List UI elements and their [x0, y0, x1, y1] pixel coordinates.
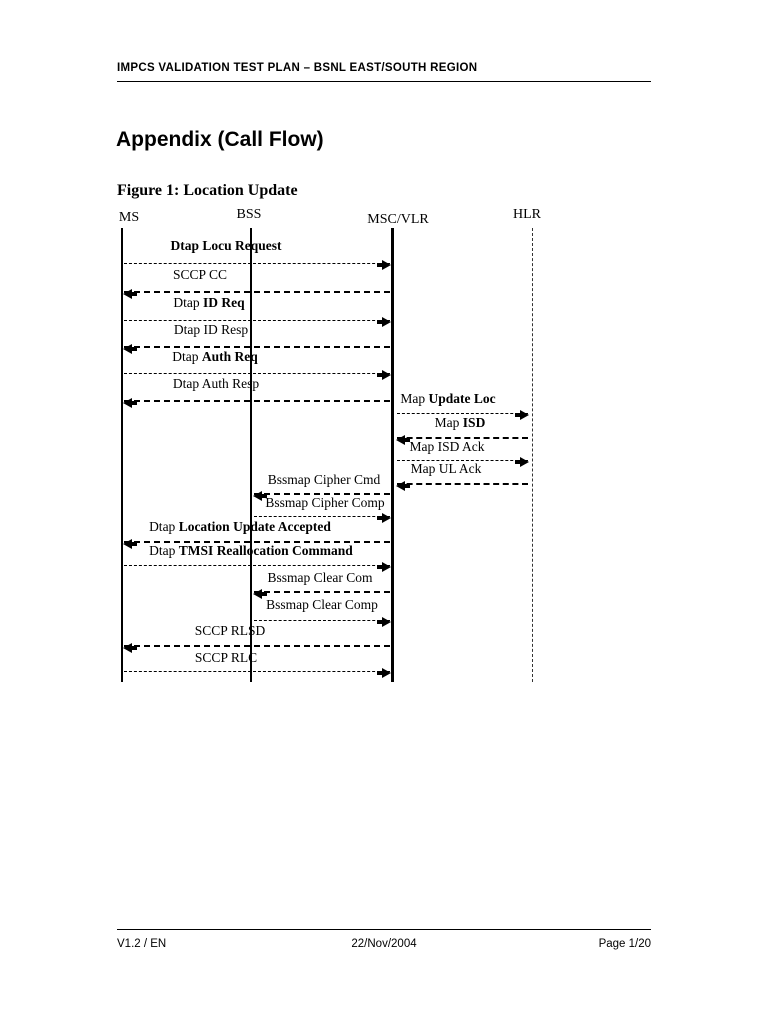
lifeline-ms: [121, 228, 123, 682]
message-label-bssmap-clear-comp: Bssmap Clear Comp: [266, 597, 378, 612]
lifeline-hlr: [532, 228, 533, 682]
message-arrow-bssmap-clear-comp: [254, 616, 391, 627]
message-arrow-dtap-id-req: [124, 316, 391, 327]
page-title: Appendix (Call Flow): [116, 128, 324, 151]
message-label-dtap-location-update-accepted: Dtap Location Update Accepted: [149, 519, 331, 534]
lifeline-bss: [250, 228, 252, 682]
message-label-bssmap-clear-com: Bssmap Clear Com: [267, 570, 373, 585]
message-label-map-isd: Map ISD: [434, 415, 486, 430]
message-label-dtap-id-req: Dtap ID Req: [173, 295, 245, 310]
message-label-map-update-loc: Map Update Loc: [400, 391, 496, 406]
message-arrow-dtap-auth-req: [124, 369, 391, 380]
message-label-map-isd-ack: Map ISD Ack: [409, 439, 485, 454]
message-arrow-sccp-rlc: [124, 667, 391, 678]
message-arrow-dtap-tmsi-reallocation-command: [124, 561, 391, 572]
message-arrow-map-update-loc: [397, 409, 529, 420]
lifeline-label-hlr: HLR: [513, 207, 541, 222]
message-arrow-sccp-cc: [123, 289, 390, 300]
message-arrow-map-isd-ack: [397, 456, 529, 467]
footer-version: V1.2 / EN: [117, 938, 167, 950]
footer-page-number: Page 1/20: [598, 938, 651, 950]
message-label-dtap-auth-req: Dtap Auth Req: [172, 349, 258, 364]
figure-caption: Figure 1: Location Update: [117, 182, 298, 199]
message-arrow-dtap-location-update-accepted: [123, 539, 390, 550]
message-arrow-dtap-locu-request: [124, 259, 391, 270]
lifeline-label-msc-vlr: MSC/VLR: [367, 212, 429, 227]
message-label-bssmap-cipher-comp: Bssmap Cipher Comp: [265, 495, 385, 510]
message-arrow-map-ul-ack: [396, 481, 528, 492]
footer-rule: [117, 929, 651, 930]
message-arrow-dtap-auth-resp: [123, 398, 390, 409]
page-header-title: IMPCS VALIDATION TEST PLAN – BSNL EAST/S…: [117, 62, 478, 74]
message-label-sccp-cc: SCCP CC: [173, 267, 227, 282]
message-label-dtap-locu-request: Dtap Locu Request: [170, 238, 282, 253]
footer-date: 22/Nov/2004: [351, 938, 417, 950]
lifeline-label-bss: BSS: [236, 207, 262, 222]
message-label-map-ul-ack: Map UL Ack: [410, 461, 482, 476]
message-arrow-bssmap-cipher-comp: [254, 512, 391, 523]
message-arrow-bssmap-cipher-cmd: [253, 491, 390, 502]
message-arrow-bssmap-clear-com: [253, 589, 390, 600]
message-arrow-dtap-id-resp: [123, 344, 390, 355]
header-rule: [117, 81, 651, 82]
message-label-dtap-id-resp: Dtap ID Resp: [173, 322, 249, 337]
message-arrow-map-isd: [396, 435, 528, 446]
message-label-sccp-rlsd: SCCP RLSD: [194, 623, 266, 638]
message-label-dtap-tmsi-reallocation-command: Dtap TMSI Reallocation Command: [149, 543, 353, 558]
lifeline-label-ms: MS: [118, 210, 140, 225]
message-label-bssmap-cipher-cmd: Bssmap Cipher Cmd: [267, 472, 381, 487]
message-label-sccp-rlc: SCCP RLC: [194, 650, 258, 665]
message-label-dtap-auth-resp: Dtap Auth Resp: [172, 376, 260, 391]
message-arrow-sccp-rlsd: [123, 643, 390, 654]
lifeline-msc-vlr: [391, 228, 394, 682]
